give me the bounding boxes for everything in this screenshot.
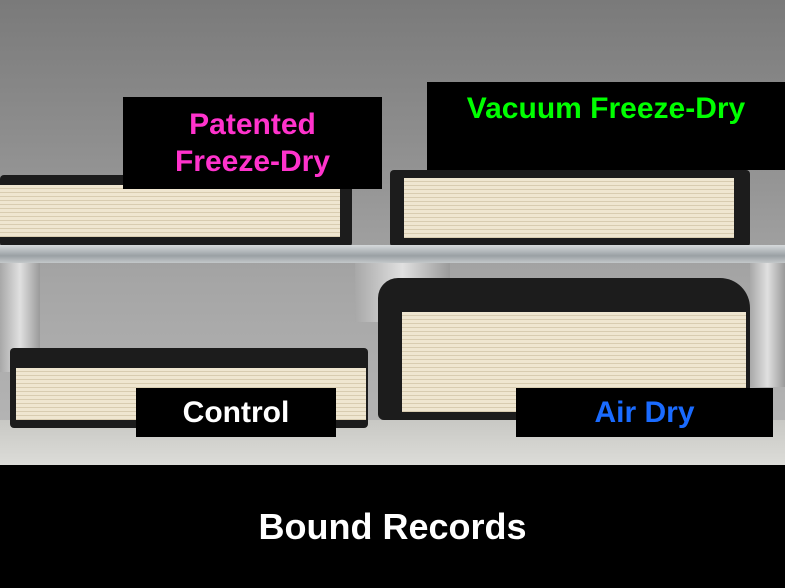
label-vacuum-freeze-dry: Vacuum Freeze-Dry (427, 82, 785, 170)
label-patented-freeze-dry: Patented Freeze-Dry (123, 97, 382, 189)
glass-shelf (0, 245, 785, 263)
caption-bar: Bound Records (0, 465, 785, 588)
label-vacuum-text: Vacuum Freeze-Dry (466, 92, 746, 125)
label-control: Control (136, 388, 336, 437)
shelf-post (750, 262, 785, 387)
label-control-text: Control (182, 395, 290, 429)
label-air-dry-text: Air Dry (594, 395, 695, 429)
label-air-dry: Air Dry (516, 388, 773, 437)
photo-background: Patented Freeze-Dry Vacuum Freeze-Dry Co… (0, 0, 785, 465)
book-vacuum (390, 170, 750, 247)
caption-text: Bound Records (258, 505, 527, 547)
label-patented-text: Patented Freeze-Dry (174, 107, 331, 179)
